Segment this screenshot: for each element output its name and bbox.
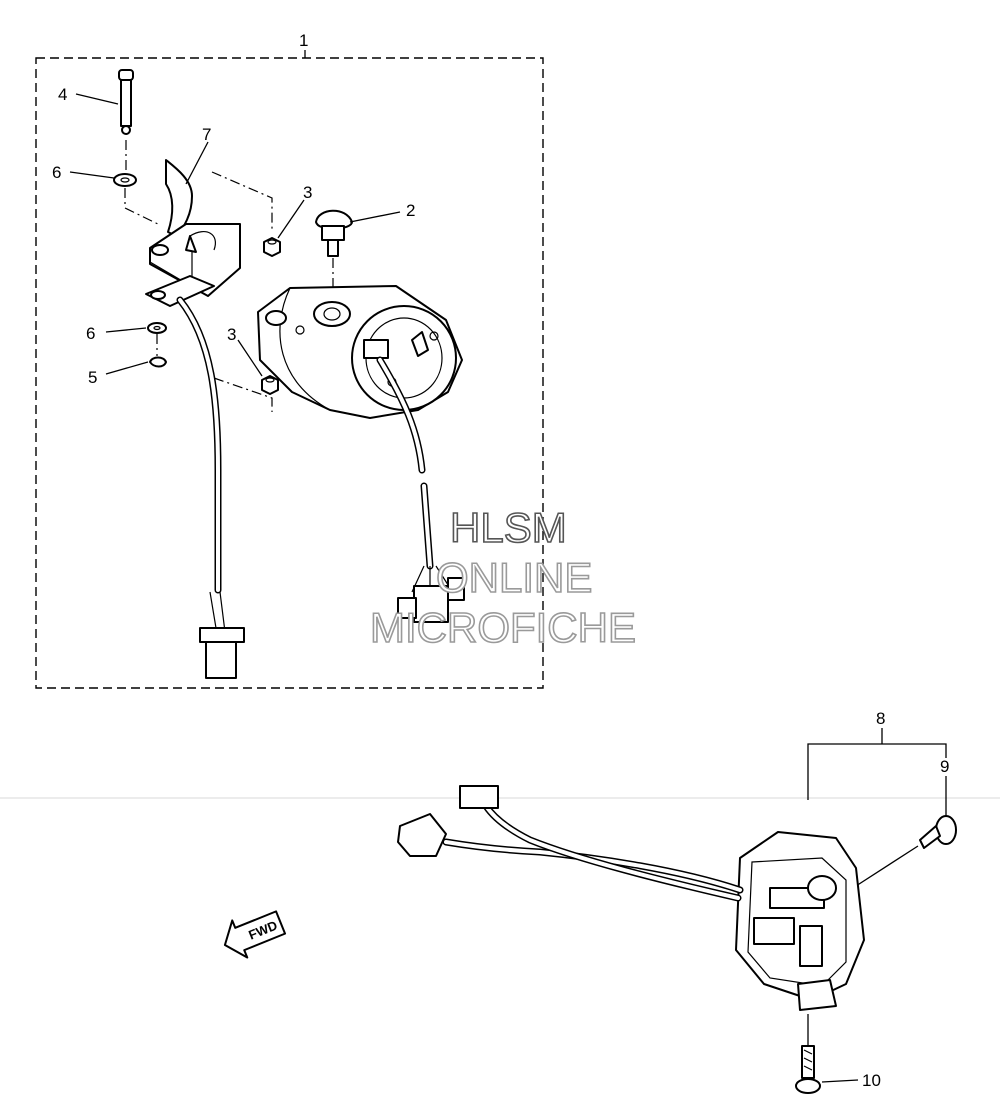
- leader-6-lower: [105, 327, 147, 333]
- switch-harness: [397, 785, 744, 902]
- lever-wire: [176, 296, 245, 679]
- callout-3-upper: 3: [303, 183, 312, 202]
- washer-part-6-upper: [113, 173, 161, 226]
- lever-part-7: [149, 159, 241, 297]
- assembly-boundary: [35, 57, 544, 689]
- pin-part-4: [118, 69, 134, 170]
- switch-body-part-8: [735, 831, 865, 1046]
- button-part-2: [315, 209, 353, 290]
- nut-part-3-lower: [261, 375, 279, 395]
- callout-4: 4: [58, 85, 67, 104]
- bracket-plate: [145, 275, 215, 307]
- leader-4: [75, 93, 119, 105]
- callout-5: 5: [88, 368, 97, 387]
- callout-10: 10: [862, 1071, 881, 1090]
- alignment-line-upper: [211, 171, 273, 232]
- callout-8: 8: [876, 709, 885, 728]
- fwd-arrow-icon: FWD: [223, 910, 287, 959]
- screw-part-10: [795, 1045, 821, 1094]
- nut-part-3-upper: [263, 237, 281, 257]
- callout-6-lower: 6: [86, 324, 95, 343]
- clip-part-5: [149, 334, 167, 368]
- watermark-line3: MICROFICHE: [370, 604, 636, 651]
- leader-7: [185, 141, 209, 185]
- leader-6-upper: [69, 171, 115, 179]
- watermark-line1: HLSM: [450, 504, 567, 551]
- leader-8: [807, 743, 947, 800]
- leader-10: [821, 1079, 859, 1083]
- callout-6-upper: 6: [52, 163, 61, 182]
- callout-7: 7: [202, 125, 211, 144]
- leader-3-upper: [277, 199, 305, 239]
- leader-5: [105, 361, 149, 375]
- screw-part-9: [855, 815, 957, 887]
- alignment-line-lower: [213, 377, 273, 412]
- switch-housing: [257, 285, 463, 419]
- callout-3-lower: 3: [227, 325, 236, 344]
- callout-1: 1: [299, 31, 308, 50]
- leader-3-lower: [237, 339, 263, 377]
- housing-wire: [376, 356, 465, 623]
- watermark-line2: ONLINE: [436, 554, 592, 601]
- leader-2: [349, 211, 401, 223]
- callout-2: 2: [406, 201, 415, 220]
- callout-9: 9: [940, 757, 949, 776]
- washer-part-6-lower: [147, 322, 167, 334]
